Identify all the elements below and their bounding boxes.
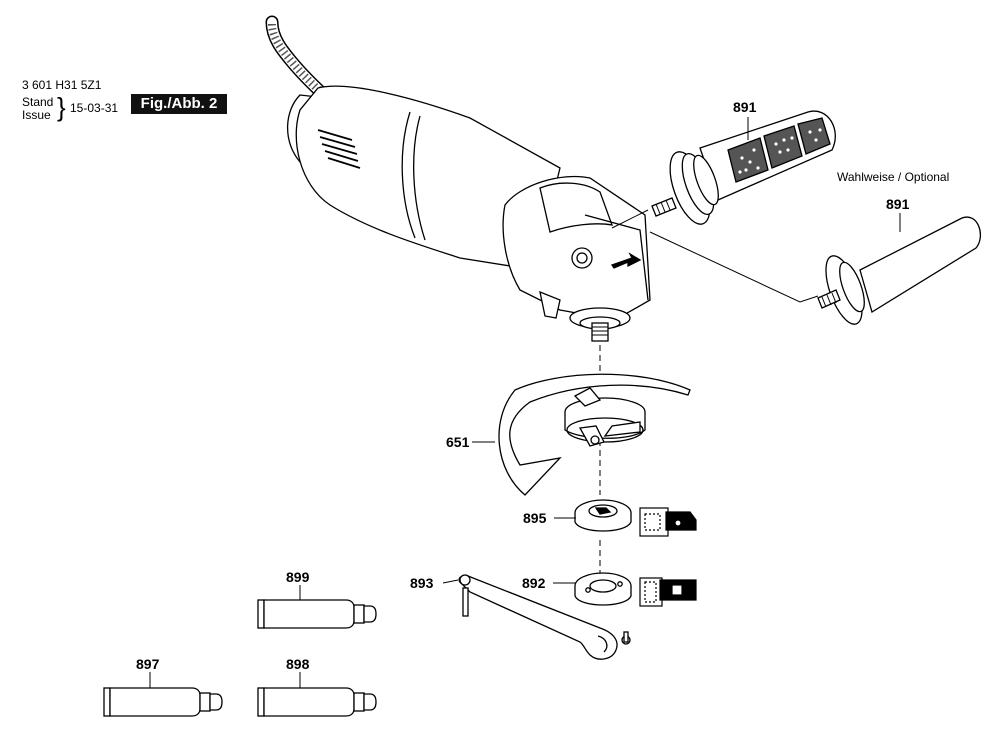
label-891-primary: 891 — [733, 99, 757, 115]
flange-section-icon — [639, 507, 697, 537]
grease-tube-897-icon — [103, 687, 223, 717]
label-897: 897 — [136, 656, 160, 672]
part-number: 3 601 H31 5Z1 — [22, 78, 102, 92]
brace-icon: } — [57, 92, 66, 122]
label-651: 651 — [446, 434, 470, 450]
grinder-body-icon — [287, 85, 651, 342]
face-spanner-icon — [458, 574, 631, 660]
label-893: 893 — [410, 575, 434, 591]
label-895: 895 — [523, 510, 547, 526]
stand-label: Stand — [22, 95, 54, 109]
grease-tube-899-icon — [257, 599, 377, 629]
callout-leaders — [149, 117, 901, 688]
figure-badge: Fig./Abb. 2 — [131, 94, 227, 114]
label-892: 892 — [522, 575, 546, 591]
power-cord-icon — [265, 15, 332, 103]
issue-date: 15-03-31 — [70, 101, 119, 115]
label-891-optional: 891 — [886, 196, 910, 212]
clamp-nut-icon — [574, 572, 632, 606]
mounting-flange-icon — [574, 499, 632, 532]
optional-handle-icon — [817, 216, 981, 325]
wheel-guard-icon — [498, 373, 691, 496]
nut-section-icon — [639, 577, 697, 607]
grease-tube-898-icon — [257, 687, 377, 717]
issue-label: Issue — [22, 108, 51, 122]
label-899: 899 — [286, 569, 310, 585]
optional-note: Wahlweise / Optional — [837, 170, 949, 184]
side-handle-icon — [651, 110, 836, 225]
label-898: 898 — [286, 656, 310, 672]
